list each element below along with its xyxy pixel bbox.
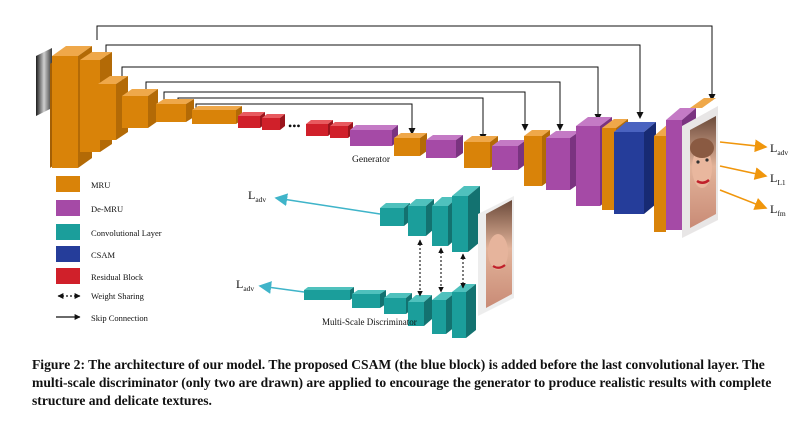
svg-text:CSAM: CSAM xyxy=(91,250,116,260)
discriminator-label: Multi-Scale Discriminator xyxy=(322,317,417,327)
residual-block xyxy=(238,112,265,128)
legend-item-skip-connection: Skip Connection xyxy=(56,313,149,323)
conv-layer xyxy=(452,284,476,338)
svg-text:MRU: MRU xyxy=(91,180,110,190)
generator-encoder xyxy=(50,46,242,168)
generator-decoder xyxy=(350,98,716,232)
svg-text:Convolutional Layer: Convolutional Layer xyxy=(91,228,162,238)
svg-text:Weight Sharing: Weight Sharing xyxy=(91,291,145,301)
skip-connection xyxy=(195,103,416,135)
conv-layer xyxy=(408,295,432,326)
de-mru-block xyxy=(546,131,580,190)
conv-layer xyxy=(352,290,386,308)
legend-item-mru: MRU xyxy=(56,176,110,192)
de-mru-block xyxy=(350,125,398,146)
weight-sharing-arrows xyxy=(417,239,466,297)
generator-loss-arrows xyxy=(719,139,768,210)
conv-layer xyxy=(432,292,456,334)
caption-lead: Figure 2: The architecture of our model. xyxy=(32,357,266,372)
csam-block xyxy=(614,122,656,214)
generator-input-image xyxy=(36,48,52,116)
skip-connection xyxy=(96,25,716,101)
svg-text:Skip Connection: Skip Connection xyxy=(91,313,149,323)
mru-block xyxy=(156,99,194,122)
loss-label-adv: Ladv xyxy=(770,141,788,157)
loss-label-fm: Lfm xyxy=(770,202,786,218)
legend-item-conv: Convolutional Layer xyxy=(56,224,162,240)
loss-arrow xyxy=(719,189,768,210)
legend-item-weight-sharing: Weight Sharing xyxy=(57,291,145,301)
loss-arrow xyxy=(719,139,768,153)
mru-block xyxy=(192,106,242,124)
de-mru-block xyxy=(426,135,463,158)
legend-item-residual: Residual Block xyxy=(56,268,144,284)
discriminator-loss-arrow xyxy=(258,281,305,294)
residual-block xyxy=(330,122,353,138)
loss-arrow xyxy=(719,165,768,180)
conv-layer xyxy=(452,186,480,252)
figure-caption: Figure 2: The architecture of our model.… xyxy=(32,356,790,410)
legend-item-de-mru: De-MRU xyxy=(56,200,123,216)
conv-layer xyxy=(384,293,412,314)
disc-loss-label-bottom: Ladv xyxy=(236,277,254,293)
architecture-figure: ••• xyxy=(36,25,788,338)
mru-block xyxy=(690,98,716,108)
legend-item-csam: CSAM xyxy=(56,246,116,262)
discriminator-loss-arrow xyxy=(274,193,381,215)
de-mru-block xyxy=(492,140,526,170)
legend: MRU De-MRU Convolutional Layer CSAM Resi… xyxy=(56,176,162,323)
ellipsis: ••• xyxy=(288,119,301,133)
discriminator-top xyxy=(274,186,514,316)
mru-block xyxy=(394,133,427,156)
conv-layer xyxy=(380,203,410,226)
svg-text:Residual Block: Residual Block xyxy=(91,272,144,282)
skip-connection xyxy=(163,91,529,131)
svg-text:De-MRU: De-MRU xyxy=(91,204,123,214)
conv-layer xyxy=(408,199,434,236)
generator-label: Generator xyxy=(352,155,391,165)
caption-text: The proposed CSAM (the blue block) is ad… xyxy=(32,357,772,408)
generator-output-image xyxy=(682,106,718,238)
loss-label-l1: LL1 xyxy=(770,171,786,187)
skip-connection xyxy=(121,66,602,121)
disc-loss-label-top: Ladv xyxy=(248,188,266,204)
residual-blocks: ••• xyxy=(238,112,353,138)
discriminator-bottom xyxy=(258,281,476,338)
residual-block xyxy=(262,114,285,130)
discriminator-input-image xyxy=(478,196,514,316)
residual-block xyxy=(306,120,333,136)
conv-layer xyxy=(304,287,354,300)
mru-block xyxy=(122,89,158,128)
skip-connection xyxy=(105,44,644,119)
